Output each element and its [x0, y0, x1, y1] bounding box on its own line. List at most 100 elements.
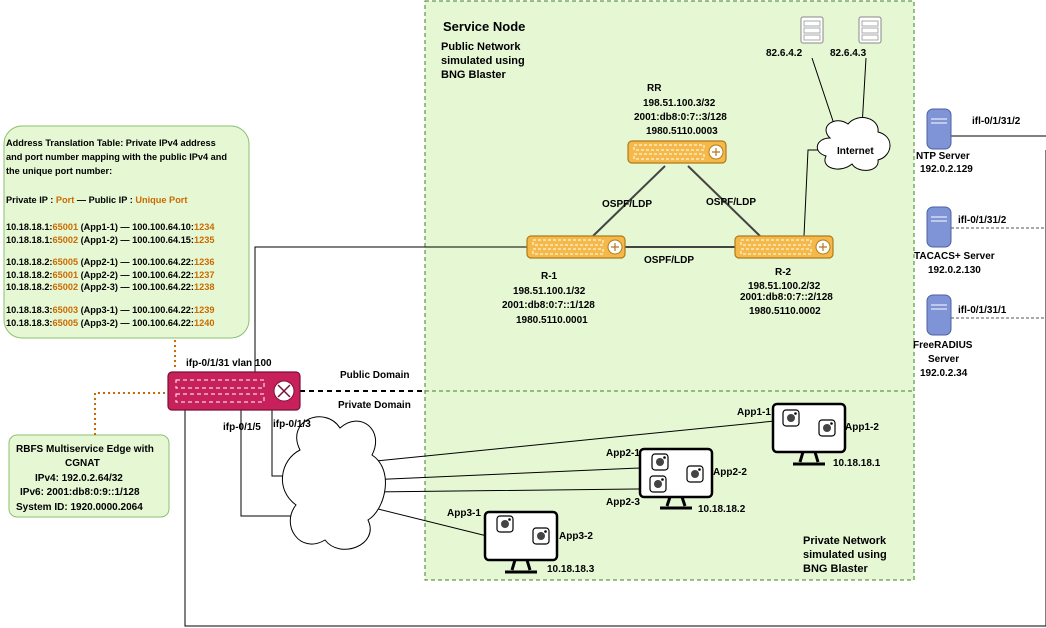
tacacs-ifl: ifl-0/1/31/2: [958, 215, 1007, 226]
row-app: (App1-1) — 100.100.64.10:: [78, 222, 194, 232]
rbfs-port-right: ifp-0/1/3: [273, 419, 311, 430]
address-translation-box: [3, 125, 250, 339]
r2-sysid: 1980.5110.0002: [749, 306, 821, 317]
freeradius-server-icon: [926, 294, 952, 336]
internet-label: Internet: [837, 146, 874, 157]
row-unique-port: 1238: [194, 282, 214, 292]
router-r2-icon: [734, 235, 834, 259]
host-1-monitor-icon: [771, 402, 847, 466]
public-network-line-2: simulated using: [441, 55, 525, 67]
translation-intro-2: and port number mapping with the public …: [6, 152, 227, 162]
r2-name: R-2: [775, 267, 792, 278]
row-port: 65002: [53, 235, 79, 245]
rbfs-device-icon: [167, 371, 301, 411]
tacacs-server-icon: [926, 206, 952, 248]
row-unique-port: 1236: [194, 257, 214, 267]
router-rr-icon: [627, 140, 727, 164]
private-network-line-3: BNG Blaster: [803, 563, 869, 575]
private-network-cloud: [281, 416, 386, 550]
header-private-ip: Private IP :: [6, 195, 56, 205]
ntp-name: NTP Server: [916, 151, 970, 162]
translation-intro-3: the unique port number:: [6, 166, 112, 176]
rbfs-info-box: [8, 434, 170, 518]
tacacs-ip: 192.0.2.130: [928, 265, 981, 276]
header-unique-port: Unique Port: [135, 195, 187, 205]
rr-ipv4: 198.51.100.3/32: [643, 98, 716, 109]
r2-ipv6: 2001:db8:0:7::2/128: [740, 292, 833, 303]
host-3-app-1: App3-1: [447, 508, 481, 519]
row-ip: 10.18.18.2:: [6, 257, 53, 267]
rr-sysid: 1980.5110.0003: [646, 126, 718, 137]
host-1-app-1: App1-1: [737, 407, 771, 418]
rbfs-port-left: ifp-0/1/5: [223, 422, 261, 433]
host-2-monitor-icon: [638, 447, 714, 510]
row-app: (App2-2) — 100.100.64.22:: [78, 270, 194, 280]
row-port: 65003: [53, 305, 79, 315]
service-node-title: Service Node: [443, 19, 525, 34]
row-ip: 10.18.18.3:: [6, 318, 53, 328]
public-domain-label: Public Domain: [340, 370, 409, 381]
host-3-monitor-icon: [483, 510, 559, 574]
host-2-app-1: App2-1: [606, 448, 640, 459]
row-ip: 10.18.18.3:: [6, 305, 53, 315]
translation-row: 10.18.18.1:65002 (App1-2) — 100.100.64.1…: [6, 235, 214, 245]
rbfs-info-line-1: RBFS Multiservice Edge with: [16, 444, 154, 455]
private-domain-label: Private Domain: [338, 400, 411, 411]
header-sep: —: [74, 195, 88, 205]
link-rr-r2-label: OSPF/LDP: [706, 197, 756, 208]
r1-name: R-1: [541, 271, 558, 282]
row-unique-port: 1235: [194, 235, 214, 245]
freeradius-ip: 192.0.2.34: [920, 368, 968, 379]
r1-sysid: 1980.5110.0001: [516, 315, 588, 326]
translation-row: 10.18.18.2:65001 (App2-2) — 100.100.64.2…: [6, 270, 214, 280]
row-port: 65005: [53, 318, 79, 328]
rbfs-info-line-2: CGNAT: [65, 458, 100, 469]
r2-ipv4: 198.51.100.2/32: [748, 281, 821, 292]
rbfs-port-top: ifp-0/1/31 vlan 100: [186, 358, 272, 369]
private-network-line-2: simulated using: [803, 549, 887, 561]
ntp-server-icon: [926, 108, 952, 150]
ntp-ip: 192.0.2.129: [920, 164, 973, 175]
internet-server-2-icon: [858, 16, 882, 44]
internet-cloud: [816, 117, 891, 171]
rbfs-info-line-5: System ID: 1920.0000.2064: [16, 502, 143, 513]
row-port: 65001: [53, 222, 79, 232]
host-3-ip: 10.18.18.3: [547, 564, 595, 575]
host-1-app-2: App1-2: [845, 422, 879, 433]
private-network-line-1: Private Network: [803, 535, 887, 547]
translation-row: 10.18.18.2:65002 (App2-3) — 100.100.64.2…: [6, 282, 214, 292]
freeradius-name-2: Server: [928, 354, 959, 365]
host-1-ip: 10.18.18.1: [833, 458, 881, 469]
link-r1-r2-label: OSPF/LDP: [644, 255, 694, 266]
row-port: 65002: [53, 282, 79, 292]
header-public-ip: Public IP :: [89, 195, 136, 205]
tacacs-name: TACACS+ Server: [914, 251, 995, 262]
router-r1-icon: [526, 235, 626, 259]
row-port: 65005: [53, 257, 79, 267]
header-port: Port: [56, 195, 74, 205]
public-network-line-3: BNG Blaster: [441, 69, 507, 81]
translation-row: 10.18.18.3:65003 (App3-1) — 100.100.64.2…: [6, 305, 214, 315]
row-unique-port: 1237: [194, 270, 214, 280]
rbfs-info-line-4: IPv6: 2001:db8:0:9::1/128: [20, 487, 140, 498]
translation-row: 10.18.18.1:65001 (App1-1) — 100.100.64.1…: [6, 222, 215, 232]
r1-ipv4: 198.51.100.1/32: [513, 286, 586, 297]
host-2-ip: 10.18.18.2: [698, 504, 746, 515]
internet-server-2-ip: 82.6.4.3: [830, 48, 867, 59]
row-app: (App1-2) — 100.100.64.15:: [78, 235, 194, 245]
translation-row: 10.18.18.2:65005 (App2-1) — 100.100.64.2…: [6, 257, 214, 267]
row-ip: 10.18.18.1:: [6, 235, 53, 245]
rr-name: RR: [647, 83, 662, 94]
row-app: (App2-3) — 100.100.64.22:: [78, 282, 194, 292]
row-unique-port: 1240: [194, 318, 214, 328]
row-unique-port: 1234: [194, 222, 215, 232]
internet-server-1-ip: 82.6.4.2: [766, 48, 803, 59]
row-ip: 10.18.18.2:: [6, 282, 53, 292]
row-port: 65001: [53, 270, 79, 280]
translation-header: Private IP : Port — Public IP : Unique P…: [6, 195, 187, 205]
public-network-line-1: Public Network: [441, 41, 521, 53]
row-ip: 10.18.18.2:: [6, 270, 53, 280]
row-app: (App3-1) — 100.100.64.22:: [78, 305, 194, 315]
rr-ipv6: 2001:db8:0:7::3/128: [634, 112, 727, 123]
